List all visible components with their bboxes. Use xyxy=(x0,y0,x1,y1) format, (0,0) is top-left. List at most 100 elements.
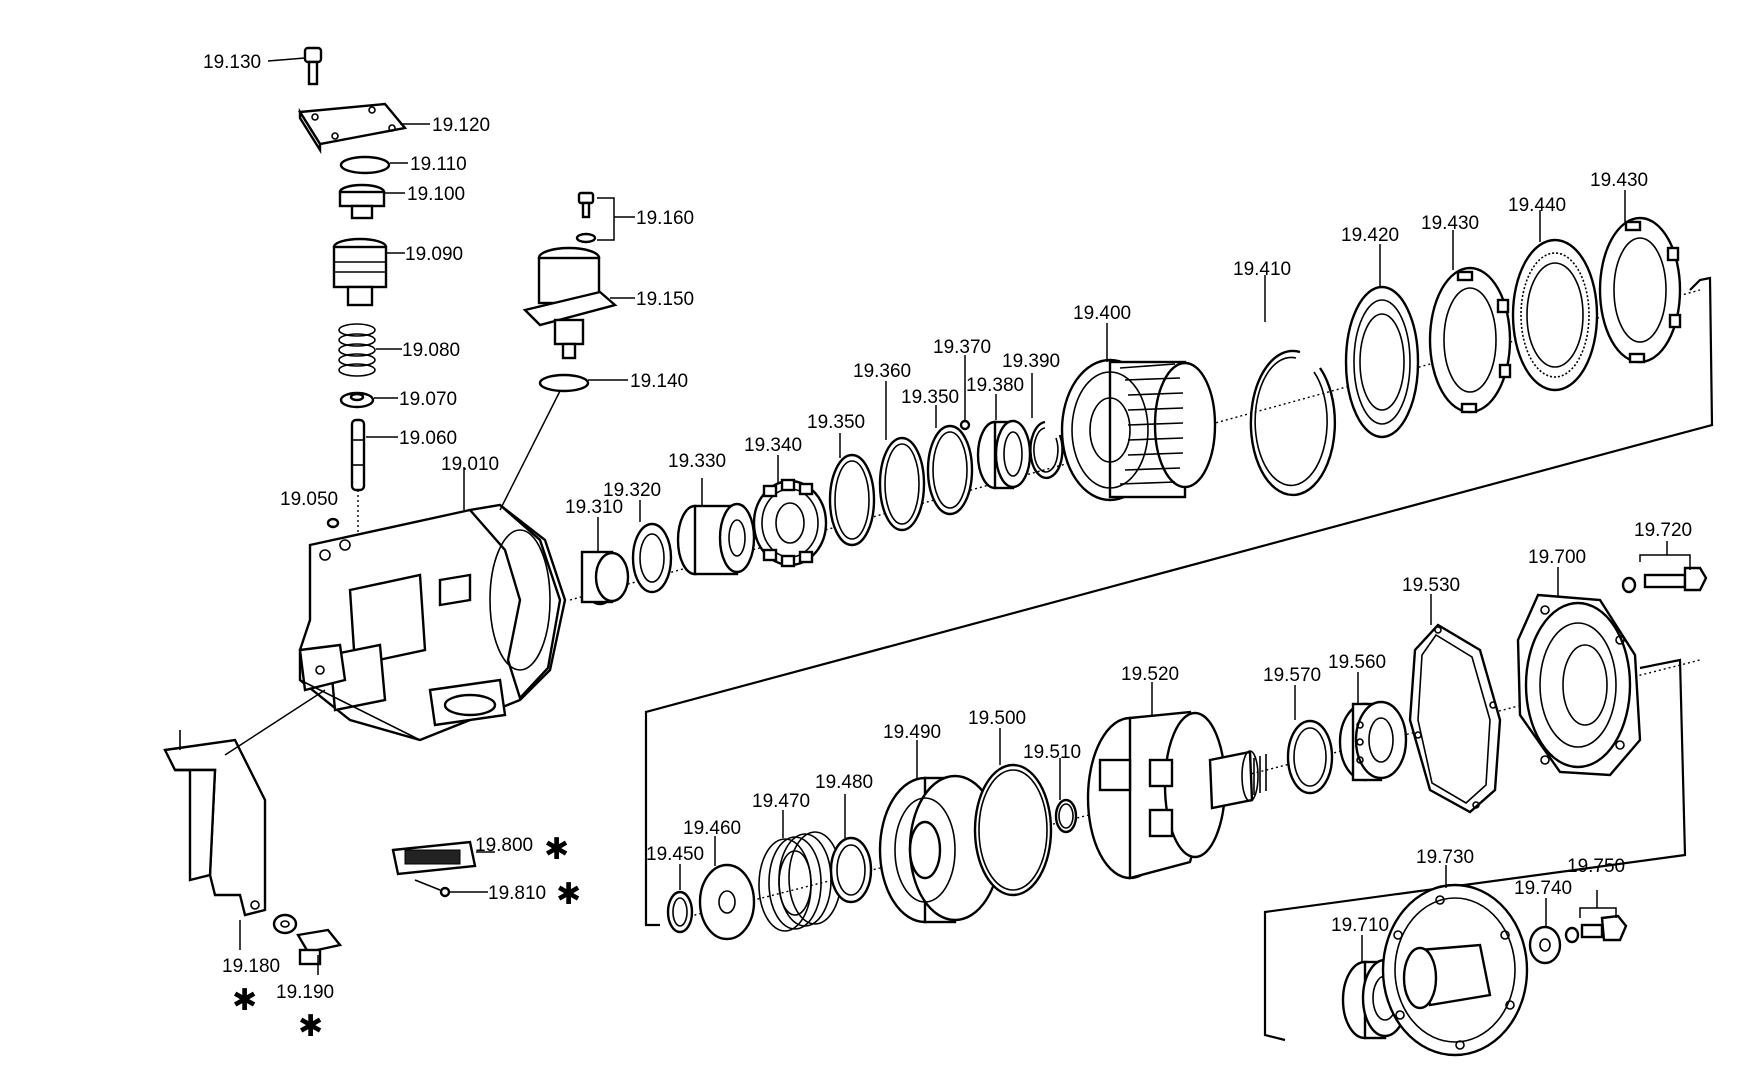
marker-19810-star: ✱ xyxy=(556,877,581,912)
part-19060-valve-stem xyxy=(350,418,366,492)
callout-19430a: 19.430 xyxy=(1421,213,1479,234)
marker-19800-star: ✱ xyxy=(544,832,569,867)
callout-19480: 19.480 xyxy=(815,772,873,793)
callout-19800: 19.800 xyxy=(475,835,533,856)
part-19750-bolt-washer xyxy=(1564,914,1628,944)
part-19530-gasket xyxy=(1408,623,1502,814)
part-19700-cover xyxy=(1516,593,1642,777)
callout-19070: 19.070 xyxy=(399,389,457,410)
part-19430-outer-plate-a xyxy=(1428,266,1512,414)
callout-19390: 19.390 xyxy=(1002,351,1060,372)
callout-19710: 19.710 xyxy=(1331,915,1389,936)
part-19510-o-ring xyxy=(1054,798,1078,834)
callout-19050: 19.050 xyxy=(280,489,338,510)
part-19360-snap-ring xyxy=(878,436,926,532)
part-19100-plug xyxy=(338,183,386,220)
part-19570-snap-ring xyxy=(1286,719,1334,795)
callout-19180: 19.180 xyxy=(222,956,280,977)
part-19430-outer-plate-b xyxy=(1598,216,1682,364)
callout-19110: 19.110 xyxy=(410,154,467,175)
part-19390-circlip xyxy=(1029,420,1064,480)
part-19150-switch-body xyxy=(522,246,618,360)
part-19010-housing xyxy=(298,503,567,742)
callout-19330: 19.330 xyxy=(668,451,726,472)
callout-19700: 19.700 xyxy=(1528,547,1586,568)
part-19090-valve-piston xyxy=(332,237,388,307)
callout-19730: 19.730 xyxy=(1416,847,1474,868)
part-19420-pressure-plate xyxy=(1344,285,1420,439)
part-19450-snap-ring xyxy=(666,890,694,934)
part-19110-o-ring xyxy=(339,155,391,175)
callout-19410: 19.410 xyxy=(1233,259,1291,280)
callout-19150: 19.150 xyxy=(636,289,694,310)
part-19370-ball xyxy=(959,419,971,431)
part-19350-snap-ring-a xyxy=(828,453,876,547)
part-19720-bolt-washer xyxy=(1621,566,1708,594)
part-19740-washer xyxy=(1528,925,1562,965)
callout-19100: 19.100 xyxy=(407,184,465,205)
callout-19740: 19.740 xyxy=(1514,878,1572,899)
callout-19500: 19.500 xyxy=(968,708,1026,729)
callout-19380: 19.380 xyxy=(966,375,1024,396)
part-19350-snap-ring-b xyxy=(926,424,974,516)
callout-19160: 19.160 xyxy=(636,208,694,229)
part-19340-synchronizer-hub xyxy=(752,478,828,568)
part-19320-thrust-washer xyxy=(631,522,673,594)
callout-19440: 19.440 xyxy=(1508,195,1566,216)
callout-19350a: 19.350 xyxy=(807,412,865,433)
part-19330-bushing xyxy=(676,502,756,576)
callout-19530: 19.530 xyxy=(1402,575,1460,596)
callout-19460: 19.460 xyxy=(683,818,741,839)
part-19460-spring-plate xyxy=(698,863,756,941)
part-19130-screw xyxy=(303,46,323,86)
callout-19140: 19.140 xyxy=(630,371,688,392)
callout-19310: 19.310 xyxy=(565,497,623,518)
part-19180-bracket xyxy=(163,730,267,917)
part-19410-retaining-ring xyxy=(1249,349,1337,497)
callout-19570: 19.570 xyxy=(1263,665,1321,686)
callout-19320: 19.320 xyxy=(603,480,661,501)
callout-19560: 19.560 xyxy=(1328,652,1386,673)
part-19050-ball xyxy=(326,517,340,529)
marker-19190-star: ✱ xyxy=(298,1009,323,1044)
part-19800-nameplate xyxy=(391,840,477,876)
callout-19340: 19.340 xyxy=(744,435,802,456)
callout-19470: 19.470 xyxy=(752,791,810,812)
callout-19060: 19.060 xyxy=(399,428,457,449)
part-19500-o-ring xyxy=(973,763,1053,897)
callout-19120: 19.120 xyxy=(432,115,490,136)
marker-19180-star: ✱ xyxy=(232,983,257,1018)
callout-19350b: 19.350 xyxy=(901,387,959,408)
callout-19400: 19.400 xyxy=(1073,303,1131,324)
part-19730-output-flange xyxy=(1381,883,1529,1057)
callout-19010: 19.010 xyxy=(441,454,499,475)
callout-19370: 19.370 xyxy=(933,337,991,358)
part-19380-bushing xyxy=(976,419,1032,490)
part-19140-o-ring xyxy=(538,373,590,393)
part-19310-needle-bearing xyxy=(580,550,630,606)
callout-19510: 19.510 xyxy=(1023,742,1081,763)
callout-19420: 19.420 xyxy=(1341,225,1399,246)
part-19400-gear xyxy=(1060,358,1217,502)
part-19160-screw-washer xyxy=(575,191,597,244)
part-19560-ball-bearing xyxy=(1338,700,1408,782)
callout-19720: 19.720 xyxy=(1634,520,1692,541)
part-19120-cover-plate xyxy=(297,102,408,155)
part-19470-spring-pack xyxy=(758,831,842,932)
callout-19190: 19.190 xyxy=(276,982,334,1003)
part-19520-clutch-drum xyxy=(1086,710,1267,880)
part-19810-rivet xyxy=(414,879,451,898)
part-19190-bolt-washer xyxy=(272,913,343,966)
callout-19430b: 19.430 xyxy=(1590,170,1648,191)
part-19070-washer xyxy=(339,391,375,409)
callout-19490: 19.490 xyxy=(883,722,941,743)
callout-19520: 19.520 xyxy=(1121,664,1179,685)
part-19080-spring xyxy=(338,323,376,377)
callout-19360: 19.360 xyxy=(853,361,911,382)
callout-19450: 19.450 xyxy=(646,844,704,865)
callout-19080: 19.080 xyxy=(402,340,460,361)
callout-19090: 19.090 xyxy=(405,244,463,265)
part-19480-snap-ring xyxy=(829,836,873,904)
part-19440-friction-disc xyxy=(1511,238,1599,392)
